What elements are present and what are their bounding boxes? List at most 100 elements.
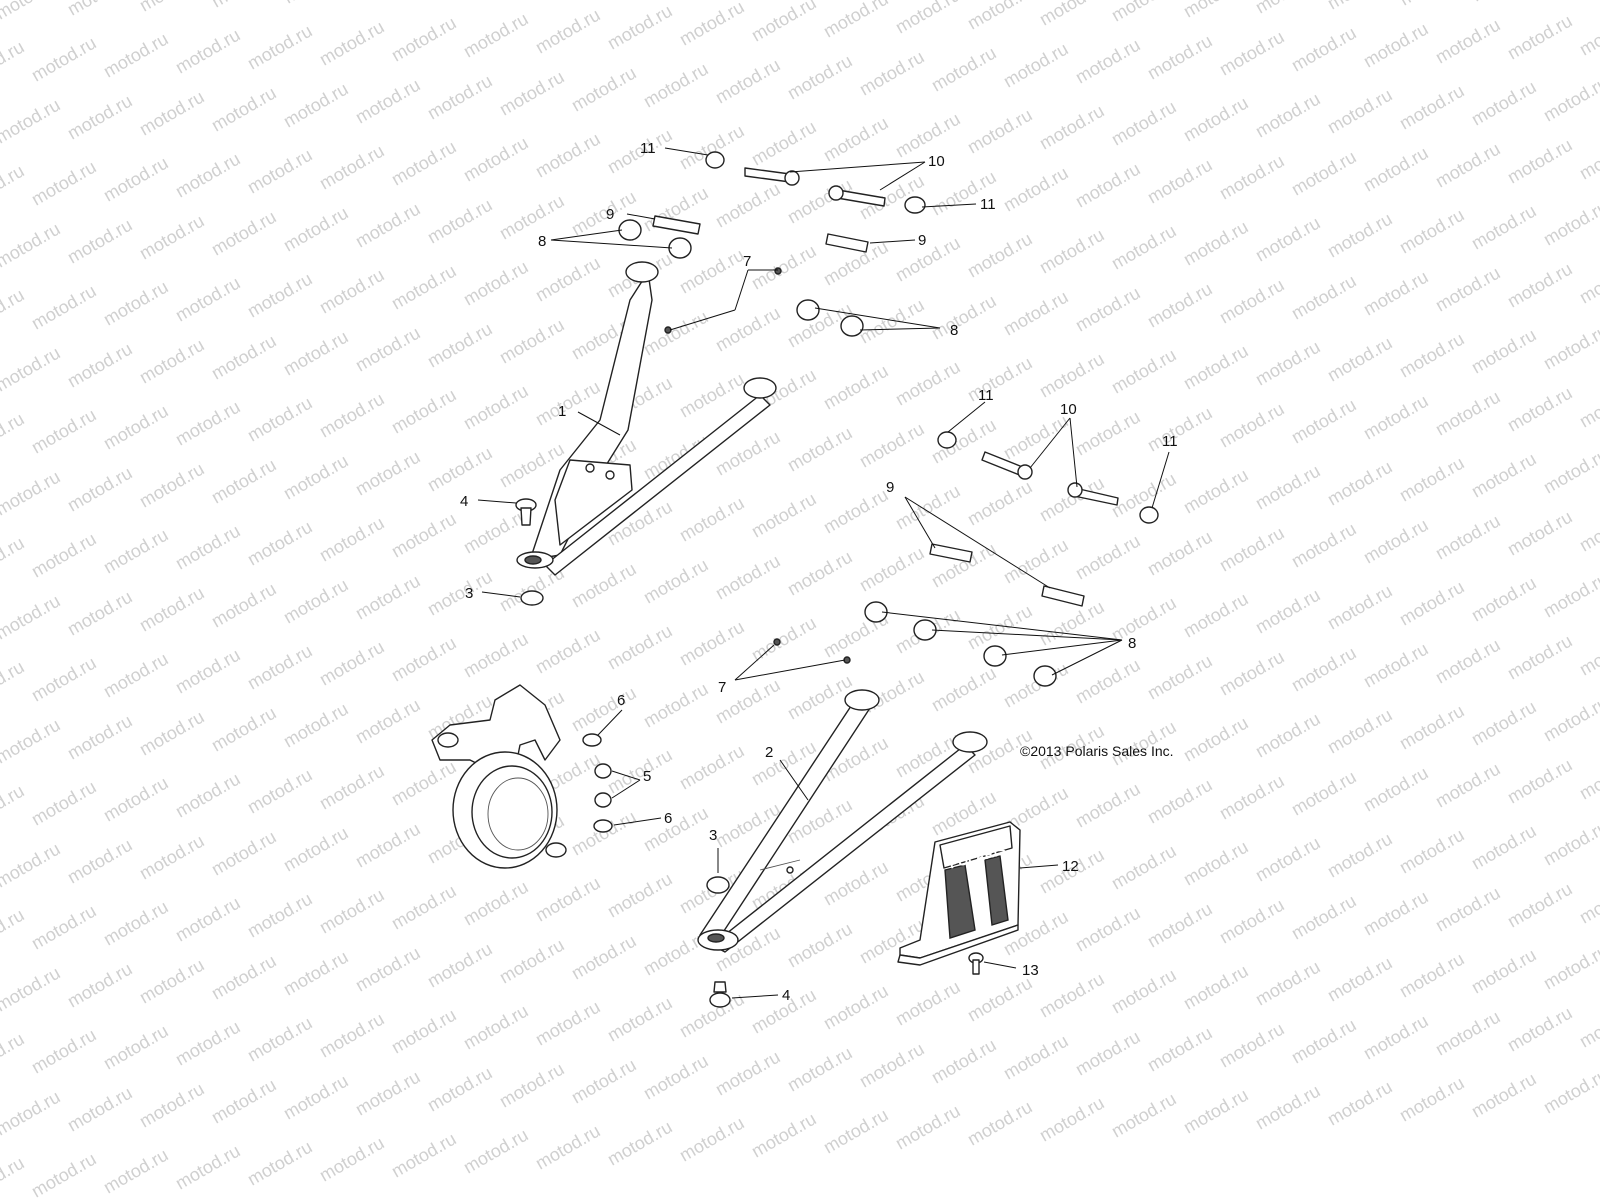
watermark-text: motod.ru [0,343,64,396]
watermark-text: motod.ru [388,385,460,438]
watermark-text: motod.ru [640,59,712,112]
watermark-text: motod.ru [1072,283,1144,336]
watermark-text: motod.ru [820,113,892,166]
watermark-text: motod.ru [208,1075,280,1128]
watermark-text: motod.ru [1216,895,1288,948]
watermark-text: motod.ru [1288,1015,1360,1068]
watermark-text: motod.ru [1432,511,1504,564]
watermark-text: motod.ru [496,67,568,120]
watermark-text: motod.ru [1576,7,1600,60]
watermark-text: motod.ru [280,947,352,1000]
watermark-text: motod.ru [424,443,496,496]
watermark-text: motod.ru [28,901,100,954]
watermark-text: motod.ru [1468,201,1540,254]
watermark-text: motod.ru [1540,197,1600,250]
watermark-text: motod.ru [100,401,172,454]
watermark-text: motod.ru [0,37,28,90]
watermark-text: motod.ru [496,191,568,244]
watermark-text: motod.ru [1108,97,1180,150]
watermark-text: motod.ru [1216,523,1288,576]
watermark-text: motod.ru [1000,287,1072,340]
callout-11: 11 [980,196,996,213]
watermark-text: motod.ru [1360,1011,1432,1064]
watermark-text: motod.ru [1252,1081,1324,1134]
watermark-text: motod.ru [820,1105,892,1158]
watermark-text: motod.ru [28,653,100,706]
watermark-text: motod.ru [136,1079,208,1132]
watermark-text: motod.ru [100,649,172,702]
watermark-text: motod.ru [280,823,352,876]
watermark-text: motod.ru [1396,577,1468,630]
watermark-text: motod.ru [1072,159,1144,212]
watermark-text: motod.ru [676,1113,748,1166]
watermark-text: motod.ru [676,493,748,546]
steering-knuckle [431,684,567,869]
watermark-text: motod.ru [1288,271,1360,324]
callout-8: 8 [538,233,546,250]
watermark-text: motod.ru [532,253,604,306]
watermark-text: motod.ru [1360,143,1432,196]
leader-lines [477,147,1170,999]
watermark-text: motod.ru [1504,1003,1576,1056]
watermark-text: motod.ru [640,307,712,360]
watermark-text: motod.ru [1504,755,1576,808]
watermark-text: motod.ru [316,761,388,814]
watermark-text: motod.ru [1216,647,1288,700]
watermark-text: motod.ru [1432,15,1504,68]
watermark-text: motod.ru [1000,1031,1072,1084]
watermark-text: motod.ru [748,489,820,542]
watermark-text: motod.ru [244,517,316,570]
callout-11: 11 [640,140,656,157]
watermark-text: motod.ru [1072,655,1144,708]
watermark-text: motod.ru [676,741,748,794]
watermark-text: motod.ru [1360,515,1432,568]
watermark-text: motod.ru [1252,585,1324,638]
watermark-text: motod.ru [136,583,208,636]
watermark-text: motod.ru [388,633,460,686]
watermark-text: motod.ru [1360,267,1432,320]
watermark-text: motod.ru [1072,1027,1144,1080]
watermark-text: motod.ru [784,1043,856,1096]
watermark-text: motod.ru [496,935,568,988]
watermark-text: motod.ru [1180,837,1252,890]
watermark-text: motod.ru [1036,597,1108,650]
callout-9: 9 [606,206,614,223]
watermark-text: motod.ru [28,1025,100,1078]
watermark-text: motod.ru [1000,411,1072,464]
watermark-text: motod.ru [1396,329,1468,382]
watermark-text: motod.ru [1324,829,1396,882]
watermark-text: motod.ru [172,769,244,822]
watermark-text: motod.ru [208,703,280,756]
watermark-text: motod.ru [280,79,352,132]
watermark-text: motod.ru [172,149,244,202]
watermark-text: motod.ru [64,835,136,888]
watermark-text: motod.ru [640,1051,712,1104]
watermark-text: motod.ru [1108,345,1180,398]
watermark-text: motod.ru [1360,887,1432,940]
watermark-text: motod.ru [712,55,784,108]
watermark-text: motod.ru [352,1067,424,1120]
watermark-text: motod.ru [424,195,496,248]
watermark-text: motod.ru [136,831,208,884]
watermark-text: motod.ru [1216,771,1288,824]
watermark-text: motod.ru [136,459,208,512]
watermark-text: motod.ru [0,219,64,272]
watermark-text: motod.ru [208,207,280,260]
watermark-text: motod.ru [1180,341,1252,394]
watermark-text: motod.ru [1144,775,1216,828]
watermark-text: motod.ru [1036,225,1108,278]
watermark-text: motod.ru [1216,27,1288,80]
lower-a-arm [697,689,988,953]
watermark-text: motod.ru [1180,217,1252,270]
watermark-text: motod.ru [640,803,712,856]
watermark-text: motod.ru [964,601,1036,654]
watermark-text: motod.ru [1468,697,1540,750]
watermark-text: motod.ru [1252,213,1324,266]
watermark-text: motod.ru [964,1097,1036,1150]
watermark-text: motod.ru [1000,659,1072,712]
watermark-text: motod.ru [964,477,1036,530]
watermark-text: motod.ru [1396,205,1468,258]
watermark-text: motod.ru [0,161,28,214]
